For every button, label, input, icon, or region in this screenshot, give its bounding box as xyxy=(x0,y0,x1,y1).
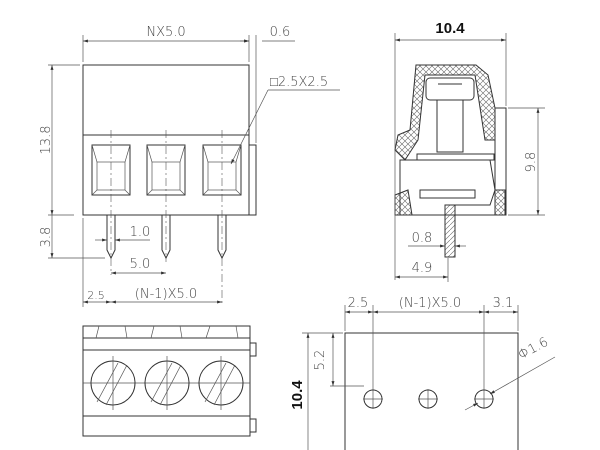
footprint-edge-left-dimension: 2.5 xyxy=(348,296,369,311)
footprint-edge-right-dimension: 3.1 xyxy=(493,296,514,311)
screw-heads xyxy=(90,356,244,410)
housing-outline xyxy=(82,64,250,216)
height-dimension: 13.8 xyxy=(39,126,54,155)
rail-dimension: 0.6 xyxy=(270,25,291,40)
pin-width-dimension: 1.0 xyxy=(130,225,151,240)
pin-length-dimension: 3.8 xyxy=(39,227,54,248)
pitch-dimension: 5.0 xyxy=(130,257,151,272)
pin-thickness-dimension: 0.8 xyxy=(412,231,433,246)
front-view: NX5.0 0.6 □2.5X2.5 13.8 3.8 1.0 5.0 2.5 … xyxy=(39,25,340,307)
hole-diameter-dimension: Φ1.6 xyxy=(516,335,551,363)
pcb-holes xyxy=(363,389,494,409)
top-view xyxy=(82,325,257,437)
span-dimension: (N-1)X5.0 xyxy=(135,287,197,302)
footprint-view: 2.5 (N-1)X5.0 3.1 10.4 5.2 Φ1.6 xyxy=(289,296,556,450)
side-depth-dimension: 10.4 xyxy=(435,20,465,37)
edge-dimension: 2.5 xyxy=(87,289,105,302)
width-dimension: NX5.0 xyxy=(146,25,185,40)
row-offset-dimension: 5.2 xyxy=(313,350,328,371)
pins xyxy=(106,215,227,260)
pin-offset-dimension: 4.9 xyxy=(412,261,433,276)
opening-dimension: □2.5X2.5 xyxy=(270,75,328,90)
side-view: 10.4 9.8 0.8 4.9 xyxy=(394,20,545,282)
side-rail xyxy=(248,144,257,216)
wire-openings xyxy=(91,144,242,196)
footprint-depth-dimension: 10.4 xyxy=(289,380,306,410)
footprint-span-dimension: (N-1)X5.0 xyxy=(399,296,461,311)
side-height-dimension: 9.8 xyxy=(524,152,539,173)
